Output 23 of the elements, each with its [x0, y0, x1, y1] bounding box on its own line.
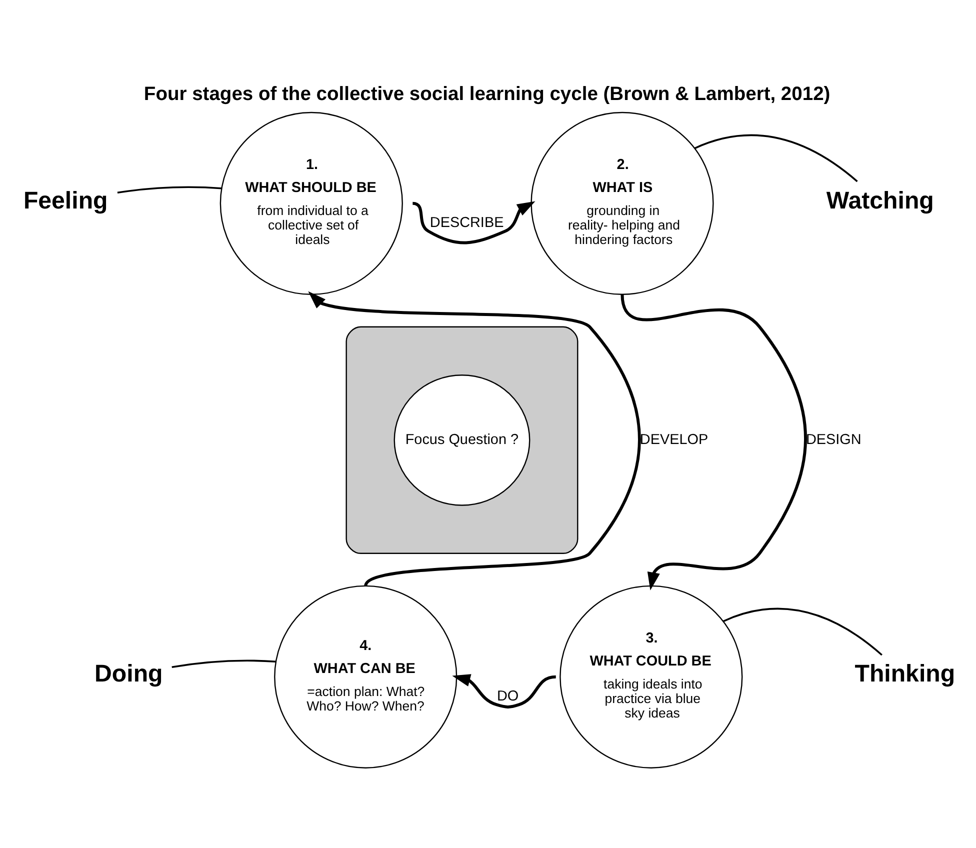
arrow	[412, 200, 535, 244]
edge-label: DO	[496, 688, 518, 704]
arrow	[452, 674, 556, 708]
connector	[171, 659, 276, 668]
node-text: Watching	[826, 186, 934, 214]
connector	[694, 134, 858, 182]
connector	[722, 607, 882, 656]
node-circle: 2. WHAT IS grounding in reality- helping and hindering factors	[530, 111, 714, 294]
node-circle: 3. WHAT COULD BE taking ideals into practice via blue sky ideas	[559, 584, 742, 768]
connector	[116, 186, 222, 193]
edge-label: DESCRIBE	[429, 214, 504, 231]
node-text: Thinking	[854, 660, 955, 688]
edge-label: DEVELOP	[639, 431, 708, 448]
cluster	[345, 326, 578, 554]
edge-label: DESIGN	[805, 431, 861, 448]
arrow	[620, 294, 806, 590]
node-circle: 4. WHAT CAN BE =action plan: What? Who? How? When?	[274, 584, 457, 768]
node-text: Feeling	[22, 186, 108, 214]
node-text: Doing	[94, 660, 162, 688]
node-circle: 1. WHAT SHOULD BE from individual to a collective set of ideals	[219, 111, 402, 294]
node-circle: Focus Question ?	[393, 374, 530, 506]
arrow	[308, 290, 640, 586]
diagram-title: Four stages of the collective social learning cycle (Brown & Lambert, 2012)	[143, 84, 830, 105]
